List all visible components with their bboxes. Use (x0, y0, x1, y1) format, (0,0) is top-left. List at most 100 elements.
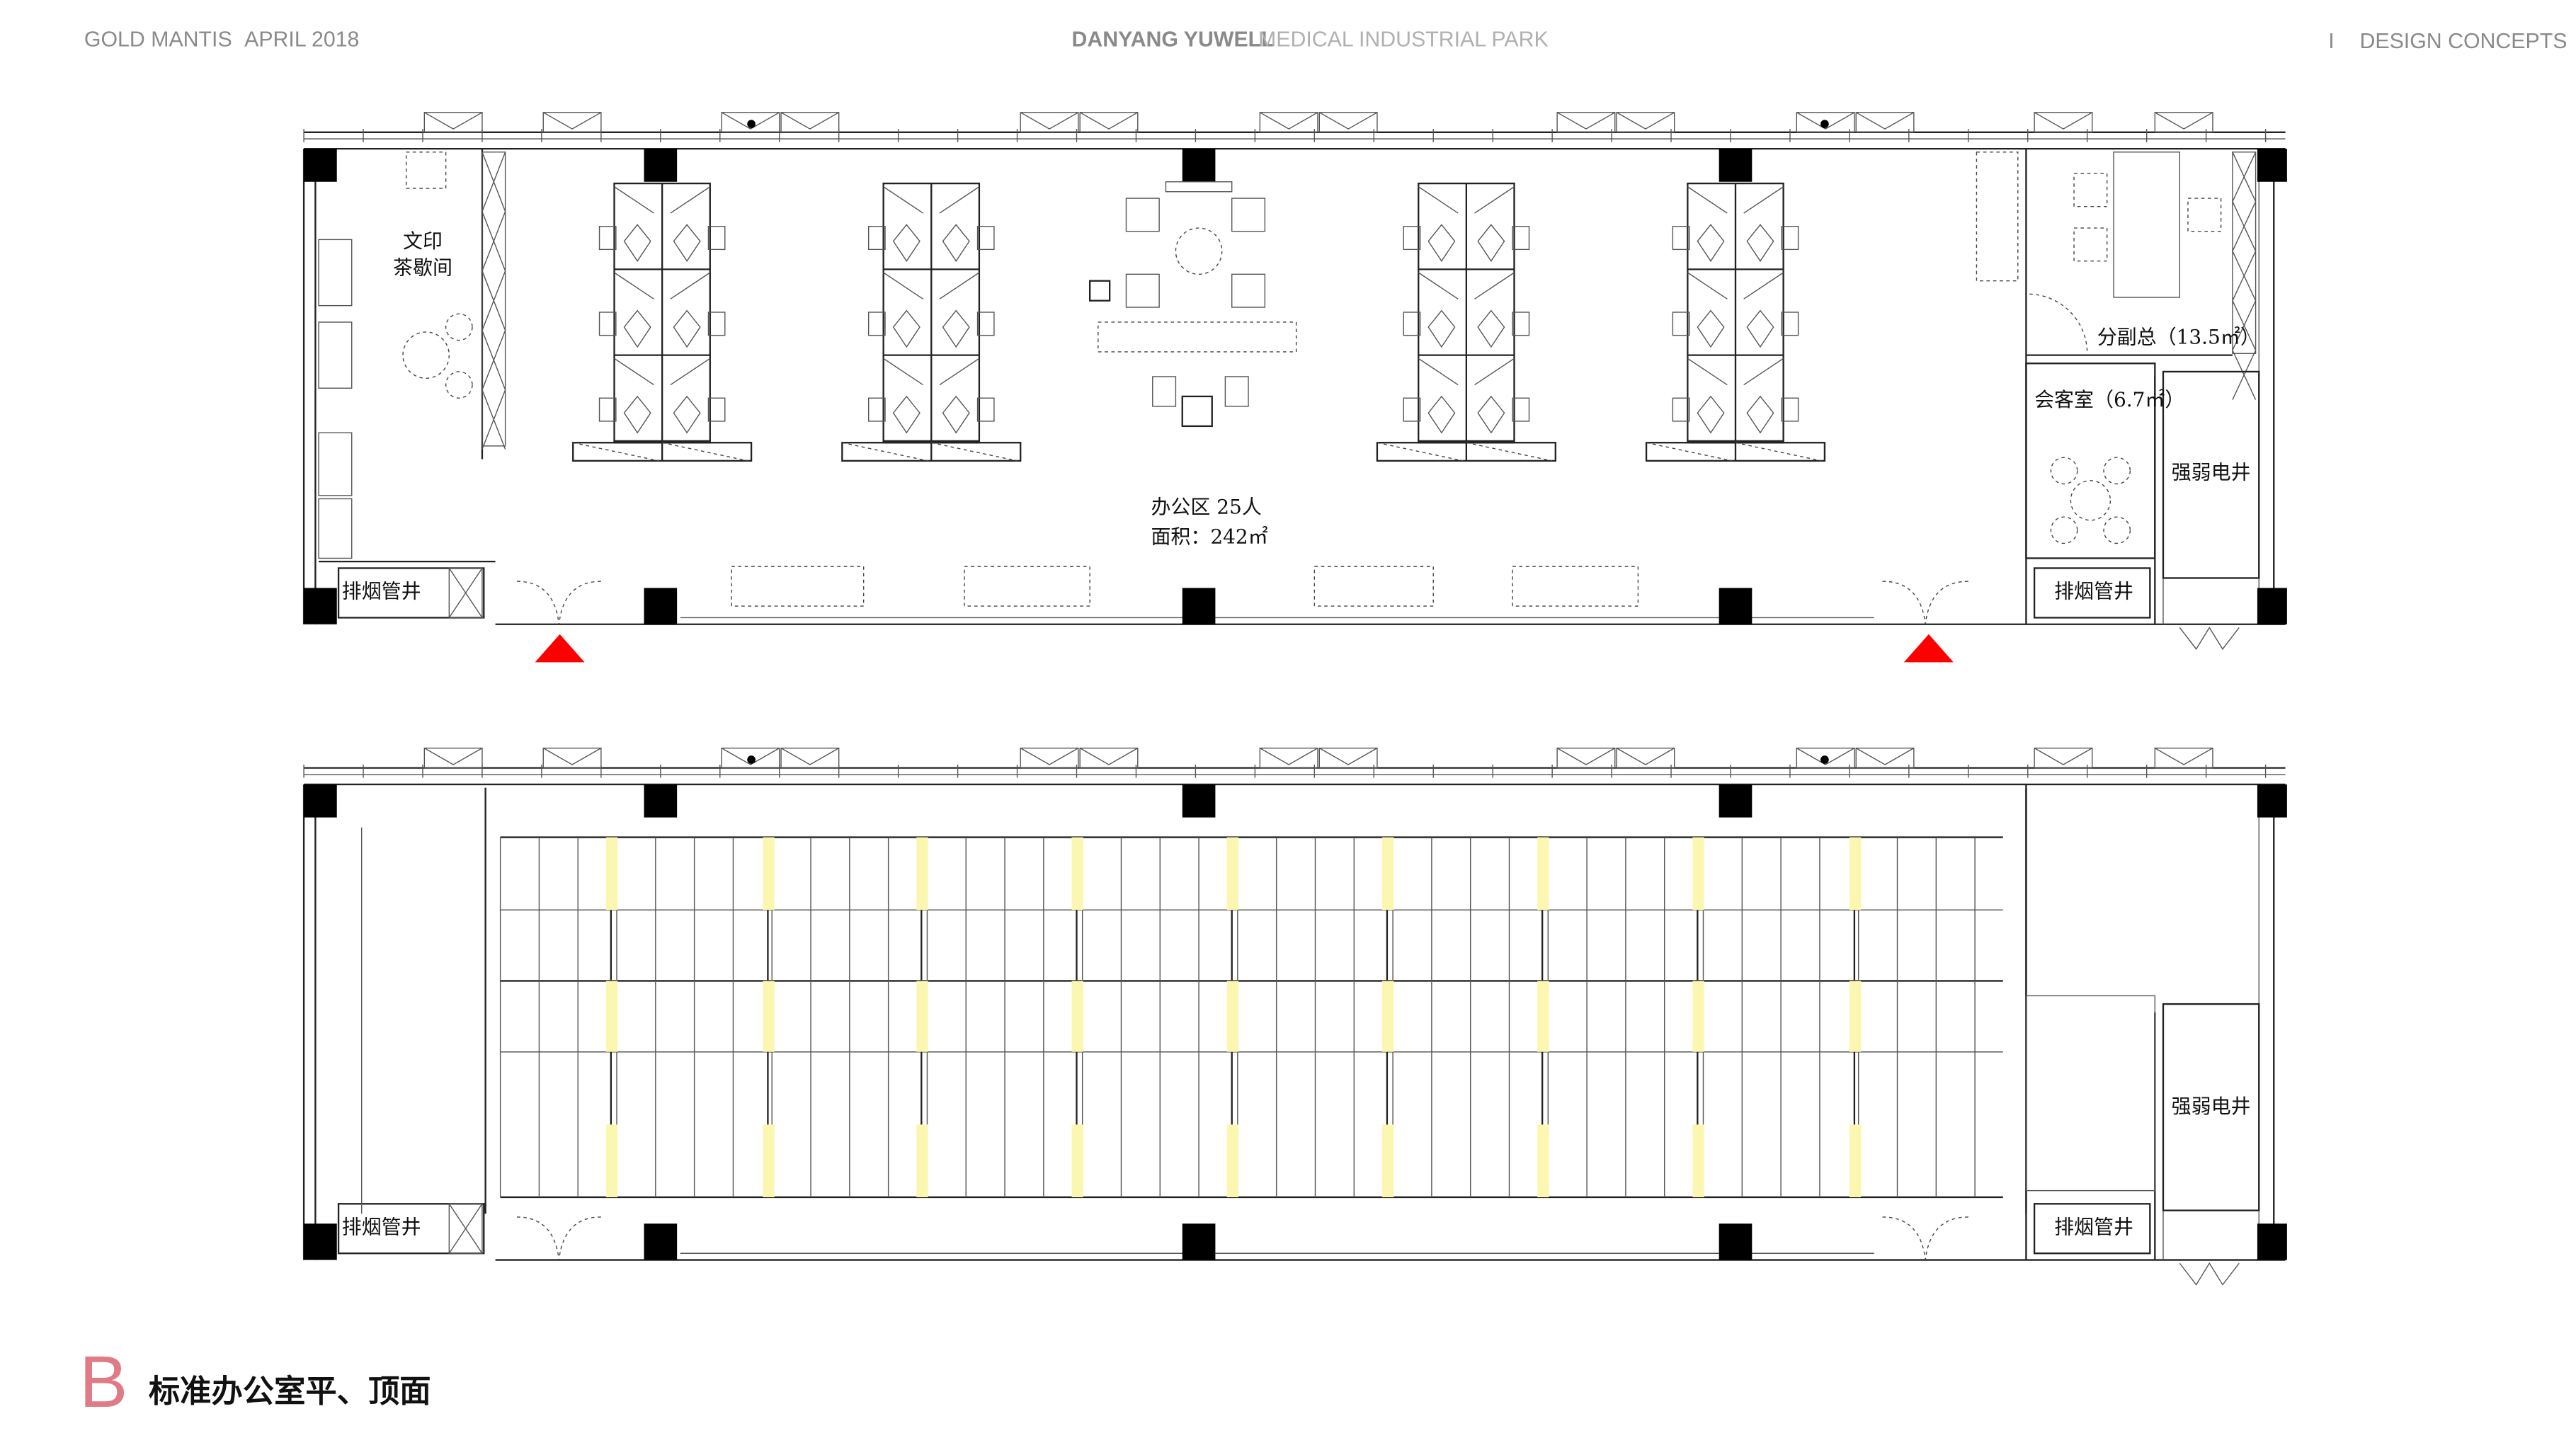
window-vent (1020, 748, 1079, 765)
keyboard (1477, 309, 1505, 348)
office-chair (1403, 226, 1421, 251)
office-chair (707, 397, 726, 422)
shaft-box (448, 567, 483, 619)
podium (1181, 395, 1213, 428)
header-divider: I (2328, 30, 2334, 53)
line-work (614, 358, 654, 386)
office-chair (1512, 397, 1530, 422)
storage-cabinet (481, 152, 506, 447)
window-vent (1318, 747, 1378, 769)
keyboard (1427, 309, 1456, 348)
window-vent (2154, 112, 2213, 133)
line-work (481, 211, 506, 271)
date: APRIL 2018 (244, 28, 359, 52)
counter (318, 239, 353, 307)
structural-column (644, 588, 678, 624)
header: GOLD MANTIS APRIL 2018 DANYANG YUWELL ME… (84, 28, 2567, 53)
window-vent (1855, 112, 1915, 130)
office-chair (598, 226, 617, 251)
keyboard (1697, 224, 1725, 262)
electrical-shaft-label: 强弱电井 (2172, 461, 2251, 484)
window-vent (721, 112, 780, 130)
floor-plan (302, 112, 2287, 650)
window-vent (1556, 748, 1616, 765)
window-vent (1796, 747, 1855, 769)
company-name: GOLD MANTIS (84, 28, 232, 52)
double-door (2179, 627, 2240, 650)
line-work (939, 186, 980, 214)
line-work (1377, 442, 1464, 462)
door-swing (1925, 581, 1968, 624)
line-work (842, 442, 928, 462)
window-vent (1616, 747, 1675, 769)
structural-column (304, 784, 337, 818)
line-work (1687, 272, 1728, 299)
office-chair (1672, 397, 1690, 422)
light-strip (763, 981, 775, 1052)
screen (1165, 181, 1233, 193)
light-strip (1537, 1124, 1549, 1197)
lounge-chair (1125, 273, 1160, 308)
window-vent (542, 747, 602, 769)
electrical-shaft (2162, 370, 2260, 579)
ceiling-plan (302, 747, 2287, 1286)
workstation-cluster (572, 182, 753, 462)
line-work (939, 358, 980, 386)
side-table (1088, 280, 1111, 302)
line-work (2232, 350, 2257, 400)
line-work (1418, 272, 1459, 299)
keyboard (1427, 395, 1456, 434)
keyboard (1697, 309, 1725, 348)
office-chair (976, 312, 995, 336)
window-vent (1259, 747, 1318, 769)
window-vent (1079, 112, 1139, 130)
keyboard (623, 395, 651, 434)
chair (2050, 457, 2078, 485)
window-vent (1796, 112, 1855, 133)
window-vent (2154, 747, 2213, 769)
round-table (2070, 480, 2111, 521)
line-work (614, 186, 654, 214)
line-work (481, 270, 506, 331)
window-vent (1616, 112, 1675, 130)
light-strip (1071, 1124, 1083, 1197)
light-strip (763, 837, 775, 910)
keyboard (1746, 395, 1774, 434)
keyboard (942, 224, 970, 262)
office-chair (1672, 226, 1690, 251)
line-work (2232, 152, 2257, 202)
window-vent (2034, 748, 2093, 765)
window-vent (1556, 747, 1616, 769)
line-work (1743, 272, 1784, 299)
light-strip (916, 837, 928, 910)
window-vent (1796, 112, 1855, 130)
sprinkler-icon (1820, 755, 1829, 764)
room-wall (2025, 995, 2156, 1192)
light-strip (1071, 981, 1083, 1052)
light-strip (1226, 837, 1239, 910)
door-swing (516, 1216, 560, 1260)
pantry-label: 文印 (403, 229, 443, 253)
line-work (883, 272, 924, 299)
keyboard (1746, 224, 1774, 262)
lounge-chair (1125, 198, 1160, 232)
light-strip (1692, 981, 1704, 1052)
line-work (2232, 251, 2257, 301)
keyboard (623, 309, 651, 348)
window-vent (1855, 112, 1915, 133)
structural-column (1182, 784, 1216, 818)
structural-column (2257, 1223, 2287, 1260)
light-strip (1381, 981, 1394, 1052)
window-vent (423, 112, 483, 133)
sofa (964, 566, 1090, 607)
structural-column (304, 588, 337, 624)
light-strip (1692, 837, 1704, 910)
smoke-shaft (2033, 1203, 2151, 1255)
window-vent (1855, 748, 1915, 765)
counter (318, 498, 353, 559)
structural-column (1719, 588, 1753, 624)
window-vent (721, 747, 780, 769)
window-vent (1020, 747, 1079, 769)
window-vent (2034, 747, 2093, 769)
